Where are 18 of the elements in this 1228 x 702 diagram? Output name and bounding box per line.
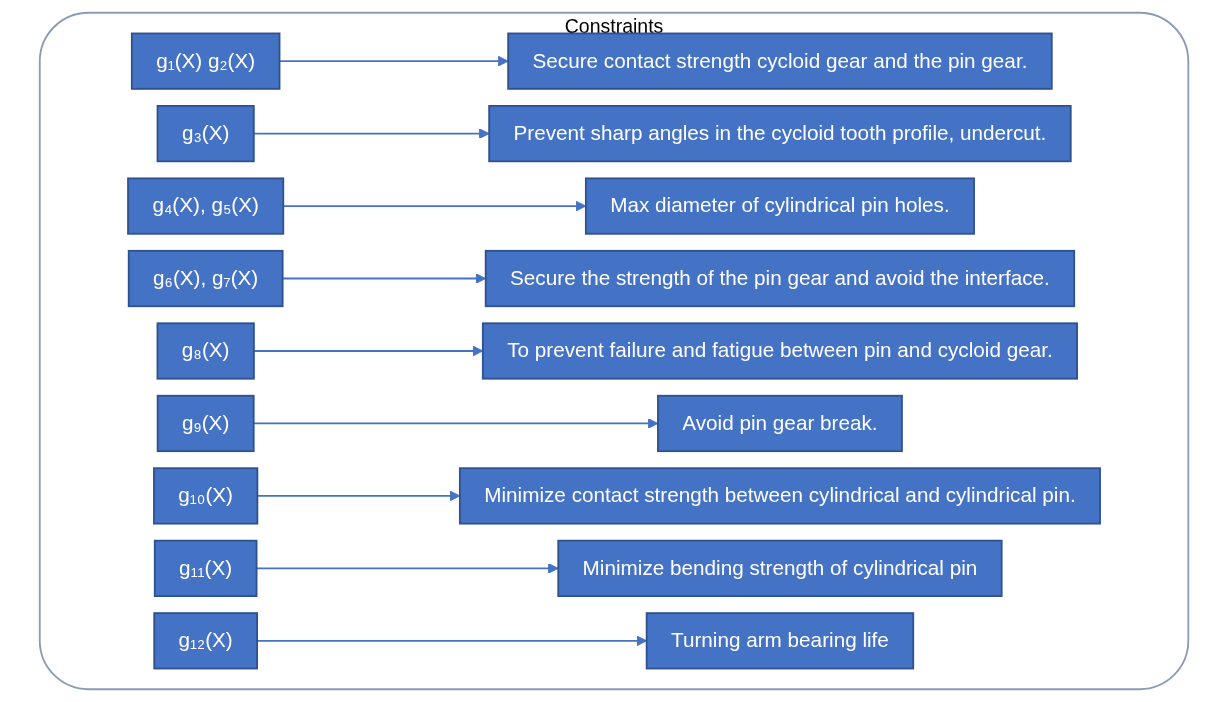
node-box: Avoid pin gear break. bbox=[657, 394, 903, 453]
node-box: Max diameter of cylindrical pin holes. bbox=[584, 177, 975, 235]
node-box: g₁₂(X) bbox=[153, 612, 258, 670]
node-box: g₁(X) g₂(X) bbox=[130, 32, 281, 90]
node-box: Minimize contact strength between cylindrical and cylindrical pin. bbox=[458, 467, 1101, 525]
node-box: Secure contact strength cycloid gear and the pin gear. bbox=[507, 32, 1053, 90]
node-box: g₄(X), g₅(X) bbox=[127, 177, 285, 235]
node-box: g₁₁(X) bbox=[153, 539, 258, 597]
node-box: g₃(X) bbox=[156, 105, 255, 163]
node-box: Minimize bending strength of cylindrical pin bbox=[557, 539, 1003, 597]
node-box: To prevent failure and fatigue between pin and cycloid gear. bbox=[481, 322, 1078, 380]
node-box: g₉(X) bbox=[156, 394, 255, 453]
node-box: Turning arm bearing life bbox=[645, 612, 915, 670]
node-box: g₁₀(X) bbox=[153, 467, 259, 525]
node-box: Secure the strength of the pin gear and avoid the interface. bbox=[484, 249, 1076, 308]
node-box: Prevent sharp angles in the cycloid tooth profile, undercut. bbox=[488, 105, 1072, 163]
node-box: g₆(X), g₇(X) bbox=[127, 249, 284, 308]
node-box: g₈(X) bbox=[156, 322, 255, 380]
